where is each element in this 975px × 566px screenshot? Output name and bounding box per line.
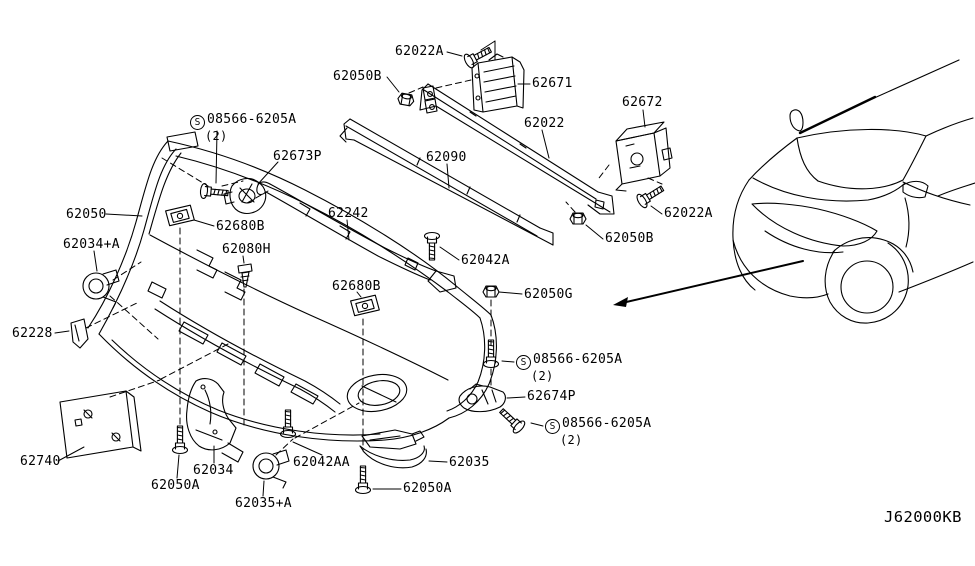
part-number-text: 62034+A: [63, 237, 120, 252]
car-sketch: [732, 59, 975, 324]
circled-s-icon: S: [190, 115, 205, 130]
part-label-62034[interactable]: 62034: [193, 463, 234, 478]
part-number-text: 62022A: [395, 44, 444, 59]
part-number-text: 62050B: [333, 69, 382, 84]
part-label-62035[interactable]: 62035: [449, 455, 490, 470]
part-number-text: 08566-6205A: [533, 352, 623, 367]
part-number-text: 62242: [328, 206, 369, 221]
part-number-text: J62000KB: [884, 508, 962, 526]
part-62674p: [458, 383, 506, 413]
part-number-text: 08566-6205A: [562, 416, 652, 431]
part-label-62022[interactable]: 62022: [524, 116, 565, 131]
part-label-62050A-1[interactable]: 62050A: [151, 478, 200, 493]
part-62090-absorber: [339, 118, 554, 246]
part-label-62050A-2[interactable]: 62050A: [403, 481, 452, 496]
circled-s-icon: S: [516, 355, 531, 370]
part-number-text: 62672: [622, 95, 663, 110]
part-label-62680B-1[interactable]: 62680B: [216, 219, 265, 234]
quantity-text: (2): [205, 129, 228, 143]
part-label-62022A-top[interactable]: 62022A: [395, 44, 444, 59]
part-number-text: 62674P: [527, 389, 576, 404]
part-label-62042A[interactable]: 62042A: [461, 253, 510, 268]
part-62034: [186, 378, 244, 463]
part-label-62050B-left[interactable]: 62050B: [333, 69, 382, 84]
part-label-62242[interactable]: 62242: [328, 206, 369, 221]
part-label-62034+A[interactable]: 62034+A: [63, 237, 120, 252]
part-62242-support: [256, 181, 457, 293]
part-label-62035+A[interactable]: 62035+A: [235, 496, 292, 511]
quantity-text: (2): [560, 433, 583, 447]
part-label-62090[interactable]: 62090: [426, 150, 467, 165]
part-number-text: 62034: [193, 463, 234, 478]
part-label-62042AA[interactable]: 62042AA: [293, 455, 350, 470]
part-number-text: 62022: [524, 116, 565, 131]
part-62228: [70, 318, 89, 349]
part-number-text: 62050: [66, 207, 107, 222]
part-label-62740[interactable]: 62740: [20, 454, 61, 469]
part-number-text: 62050A: [403, 481, 452, 496]
part-number-text: 62680B: [216, 219, 265, 234]
part-number-text: 62050G: [524, 287, 573, 302]
dashed-lines: [85, 79, 663, 456]
part-number-text: 62050A: [151, 478, 200, 493]
part-number-text: 62080H: [222, 242, 271, 257]
part-label-62022A-right[interactable]: 62022A: [664, 206, 713, 221]
part-number-text: 62035: [449, 455, 490, 470]
part-label-62673P[interactable]: 62673P: [273, 149, 322, 164]
drawing-code: J62000KB: [884, 508, 962, 526]
part-number-text: 62042A: [461, 253, 510, 268]
part-62035: [359, 429, 427, 469]
circled-s-icon: S: [545, 419, 560, 434]
part-label-62671[interactable]: 62671: [532, 76, 573, 91]
part-label-62674P[interactable]: 62674P: [527, 389, 576, 404]
part-number-text: 62228: [12, 326, 53, 341]
part-label-62050G[interactable]: 62050G: [524, 287, 573, 302]
part-62671: [471, 53, 525, 113]
part-number-text: 08566-6205A: [207, 112, 297, 127]
part-label-62228[interactable]: 62228: [12, 326, 53, 341]
part-number-text: 62022A: [664, 206, 713, 221]
part-number-text: 62680B: [332, 279, 381, 294]
leader-lines: [54, 40, 663, 497]
part-number-text: 62050B: [605, 231, 654, 246]
part-label-62050B-right[interactable]: 62050B: [605, 231, 654, 246]
part-number-text: 62740: [20, 454, 61, 469]
part-label-62050[interactable]: 62050: [66, 207, 107, 222]
part-label-62680B-2[interactable]: 62680B: [332, 279, 381, 294]
part-number-text: 62035+A: [235, 496, 292, 511]
part-62050-fascia: [87, 131, 497, 442]
part-number-text: 62042AA: [293, 455, 350, 470]
quantity-text: (2): [531, 369, 554, 383]
part-label-62672[interactable]: 62672: [622, 95, 663, 110]
part-label-62080H[interactable]: 62080H: [222, 242, 271, 257]
part-62740: [59, 390, 142, 459]
location-arrow-icon: [613, 260, 804, 307]
part-number-text: 62671: [532, 76, 573, 91]
part-62672: [615, 121, 673, 192]
part-number-text: 62090: [426, 150, 467, 165]
part-62022-beam: [419, 83, 615, 215]
part-number-text: 62673P: [273, 149, 322, 164]
